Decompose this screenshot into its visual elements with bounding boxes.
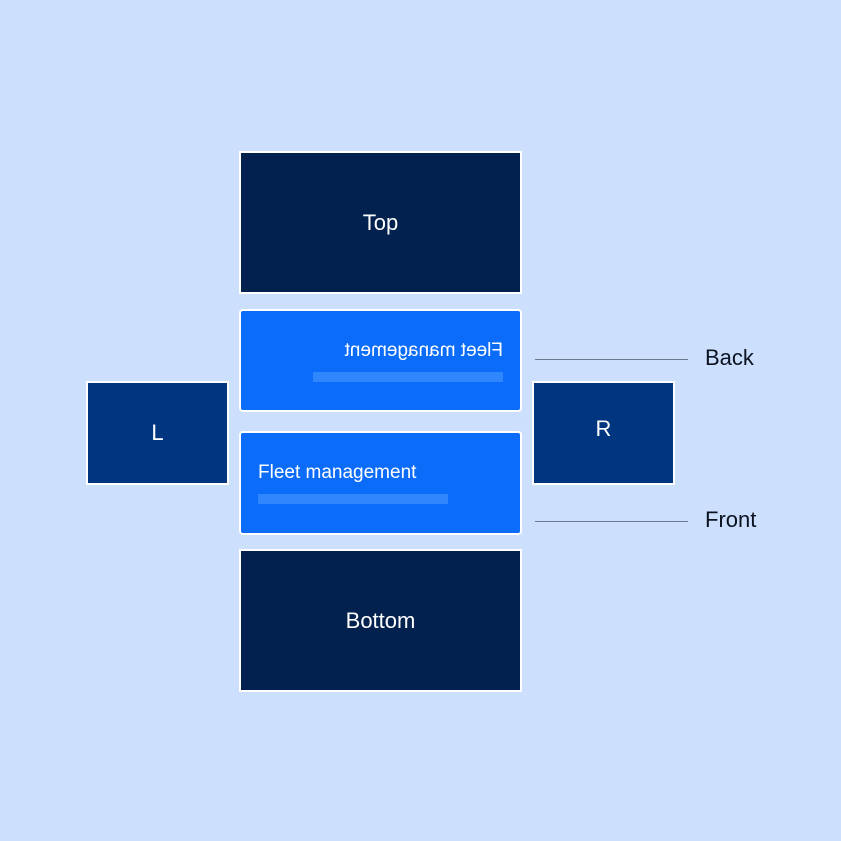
left-face: L: [86, 381, 229, 485]
back-face-mirrored-content: Fleet management: [241, 311, 520, 410]
top-face-label: Top: [362, 209, 399, 235]
right-face: R: [532, 381, 675, 485]
back-card-title: Fleet management: [344, 340, 503, 361]
back-card-placeholder-bar: [313, 372, 503, 382]
left-face-label: L: [151, 420, 164, 445]
front-face-card: Fleet management: [239, 431, 522, 535]
back-callout-label: Back: [705, 345, 754, 370]
front-leader-line: [535, 521, 688, 522]
bottom-face: Bottom: [239, 549, 522, 692]
front-card-title: Fleet management: [258, 462, 417, 483]
bottom-face-label: Bottom: [345, 607, 416, 633]
top-face: Top: [239, 151, 522, 294]
back-leader-line: [535, 359, 688, 360]
front-card-placeholder-bar: [258, 494, 448, 504]
front-callout-label: Front: [705, 507, 757, 532]
right-face-label: R: [595, 416, 612, 441]
back-face-card: Fleet management: [239, 309, 522, 412]
